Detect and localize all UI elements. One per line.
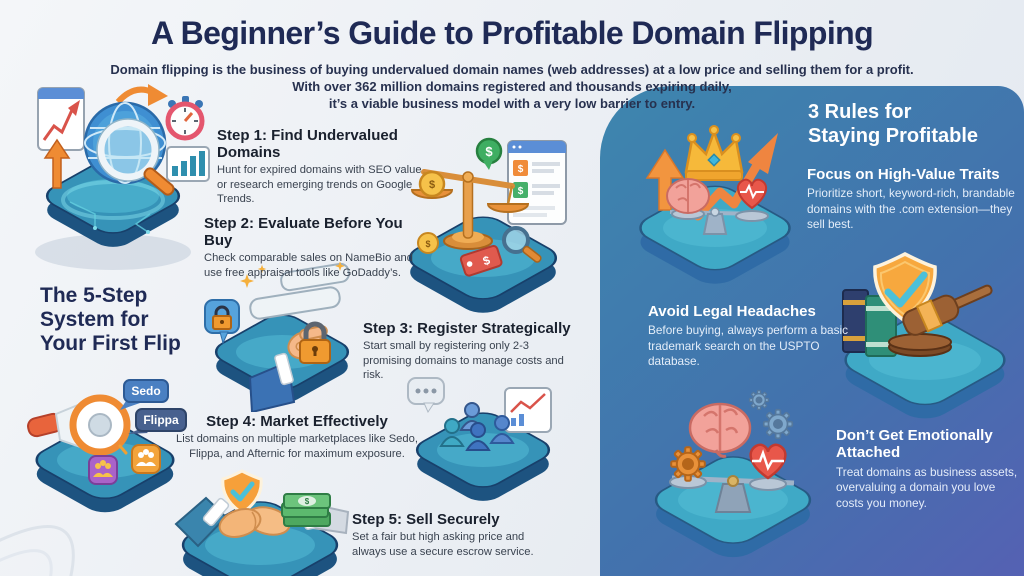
gavel-icon [888,284,993,357]
system-heading: The 5-Step System for Your First Flip [40,284,181,356]
gear-icon-blue [748,389,794,440]
step-4-title: Step 4: Market Effectively [206,413,388,430]
step-3: Step 3: Register Strategically Start sma… [363,320,575,383]
chat-bubble-icon [407,377,445,414]
svg-text:$: $ [305,497,310,506]
magnifier-icon [96,118,175,196]
subtitle-line-3: it’s a viable business model with a very… [328,96,696,112]
system-heading-line-2: System for [40,308,149,332]
hand-locks-illustration [204,262,350,412]
step-1: Step 1: Find Undervalued Domains Hunt fo… [217,127,432,207]
rules-heading: 3 Rules for Staying Profitable [808,101,978,148]
step-2-title: Step 2: Evaluate Before You Buy [204,215,403,249]
browser-chart-card-icon [37,87,85,151]
system-heading-line-3: Your First Flip [40,332,181,356]
heart-icon [749,443,787,480]
step-3-desc: Start small by registering only 2-3 prom… [363,340,564,382]
platform [45,158,181,247]
rule-1-desc: Prioritize short, keyword-rich, brandabl… [807,186,1015,232]
rule-2-title: Avoid Legal Headaches [648,303,816,320]
step-2: Step 2: Evaluate Before You Buy Check co… [204,215,419,280]
heart-icon [736,178,768,210]
balance-icon [669,475,795,513]
balance-scale-illustration: $ $ $ $ $ [408,137,567,313]
rule-2-desc: Before buying, always perform a basic tr… [648,323,848,369]
people-group-icon [439,402,515,451]
small-magnifier-icon [502,226,542,263]
stopwatch-icon [165,96,205,141]
step-1-title: Step 1: Find Undervalued Domains [217,127,398,161]
rule-1: Focus on High-Value Traits Prioritize sh… [807,166,1015,233]
megaphone-icon [27,394,138,456]
rule-3-title: Don’t Get Emotionally Attached [836,427,993,462]
coin-icon: $ [417,232,439,254]
chart-card-icon [504,387,552,433]
domain-bar [249,262,350,320]
rule-3: Don’t Get Emotionally Attached Treat dom… [836,427,1024,511]
flippa-bubble: Flippa [128,408,187,434]
step-1-desc: Hunt for expired domains with SEO value … [217,164,422,206]
curved-arrow-icon [115,84,168,106]
money-stack-icon: $ [281,493,331,527]
bar-chart-icon [166,146,210,182]
padlock-icon [299,321,331,364]
shadow [35,234,191,270]
page-title: A Beginner’s Guide to Profitable Domain … [150,15,874,51]
rule-2: Avoid Legal Headaches Before buying, alw… [648,303,848,370]
community-tile-purple-icon [88,455,118,485]
balance-scale-icon: $ [410,169,530,250]
rule-1-title: Focus on High-Value Traits [807,166,1000,183]
subtitle-line-1: Domain flipping is the business of buyin… [110,62,914,77]
brain-icon [666,178,710,214]
rule-3-desc: Treat domains as business assets, overva… [836,464,1018,510]
step-4: Step 4: Market Effectively List domains … [172,413,422,461]
crown-icon [684,125,744,181]
megaphone-illustration: Sedo Flippa [27,379,187,513]
rules-heading-line-1: 3 Rules for [808,101,912,123]
dollar-bubble-icon: $ [475,137,503,170]
svg-text:$: $ [429,179,435,191]
svg-text:$: $ [425,239,430,249]
brain-icon [688,402,752,458]
svg-text:$: $ [518,186,524,197]
system-heading-line-1: The 5-Step [40,284,148,307]
step-2-desc: Check comparable sales on NameBio and us… [204,252,413,279]
step-4-desc: List domains on multiple marketplaces li… [176,433,418,460]
sedo-label: Sedo [131,384,160,398]
svg-text:$: $ [485,144,493,159]
step-5-title: Step 5: Sell Securely [352,511,500,528]
svg-text:$: $ [481,253,492,268]
svg-text:$: $ [518,164,524,175]
sedo-bubble: Sedo [120,379,169,410]
sparkle-icon [240,262,345,288]
step-5-desc: Set a fair but high asking price and alw… [352,531,534,558]
lock-speech-bubble-icon [204,299,240,345]
step-5: Step 5: Sell Securely Set a fair but hig… [352,511,560,559]
background-swoosh [0,525,75,576]
shield-books-gavel-illustration [842,252,1006,419]
rules-heading-line-2: Staying Profitable [808,124,979,147]
gear-icon-orange [670,446,706,482]
community-tile-orange-icon [131,444,161,474]
flippa-label: Flippa [143,413,179,427]
step-3-title: Step 3: Register Strategically [363,320,571,337]
subtitle-line-2: With over 362 million domains registered… [292,79,732,95]
handshake-money-illustration: $ [174,469,350,576]
brain-heart-balance-illustration [654,389,812,558]
up-arrow-icon [43,138,71,189]
brain-crown-growth-illustration [639,125,791,284]
globe-magnifier-illustration [35,84,210,270]
page-subtitle: Domain flipping is the business of buyin… [0,61,1024,112]
buyers-group-illustration [407,377,552,501]
price-tag-icon: $ [459,244,503,277]
